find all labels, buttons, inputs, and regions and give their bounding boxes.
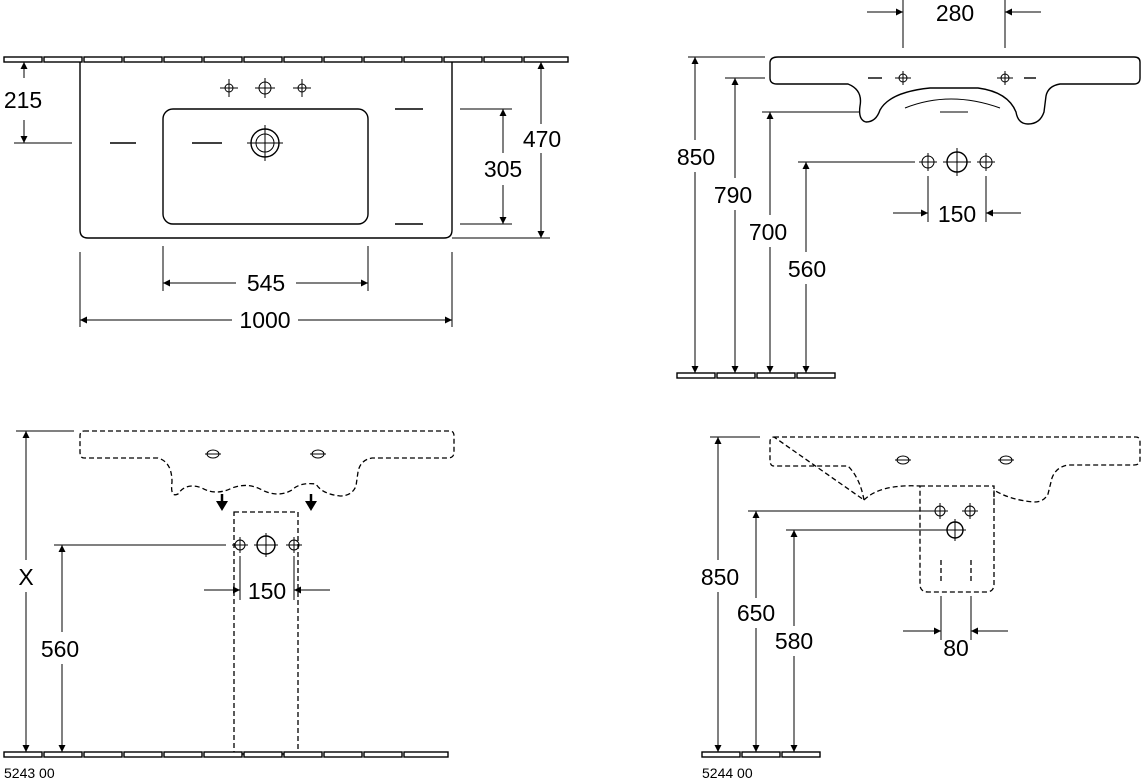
dim-215-label: 215	[4, 87, 42, 113]
dim-80-label: 80	[943, 635, 969, 661]
dimension-215: 215	[4, 62, 72, 144]
dim-850-label: 850	[677, 144, 715, 170]
dimension-650: 650	[737, 510, 932, 752]
dim-545-label: 545	[247, 270, 285, 296]
dim-790-label: 790	[714, 182, 752, 208]
overflow-holes-5244	[895, 455, 1014, 465]
dimension-1000: 1000	[79, 252, 453, 333]
basin-dashed-5243	[79, 430, 455, 497]
overflow-holes-5243	[205, 449, 326, 459]
basin-profile	[769, 56, 1141, 125]
floor-tiles-5243	[3, 751, 449, 758]
dimension-150-5243: 150	[204, 556, 330, 604]
dimension-560: 560	[788, 161, 915, 373]
dim-470-label: 470	[523, 126, 561, 152]
dim-560-5243-label: 560	[41, 636, 79, 662]
arrow-down-icons	[216, 494, 317, 511]
side-view: 280 850 790 700	[676, 0, 1141, 379]
dim-650-label: 650	[737, 600, 775, 626]
dim-305-label: 305	[484, 156, 522, 182]
dimension-580: 580	[775, 529, 944, 752]
shelf-marks	[110, 108, 423, 225]
product-code-5243: 5243 00	[4, 765, 55, 781]
variant-5244: 850 650 580 80 5244 00	[701, 436, 1141, 781]
profile-tap-icons	[895, 71, 1013, 85]
floor-tiles-side	[676, 372, 836, 379]
dim-280-label: 280	[936, 0, 974, 26]
dimension-700: 700	[749, 111, 860, 373]
dimension-850: 850	[677, 56, 765, 373]
dimension-850-5244: 850	[701, 436, 760, 752]
dim-1000-label: 1000	[239, 307, 290, 333]
dimension-x: X	[16, 430, 74, 752]
plan-view: 215 305 470 545	[3, 56, 569, 333]
siphon-cover-dashed	[919, 485, 995, 593]
inner-dash-marks	[940, 560, 972, 584]
dim-x-label: X	[18, 564, 33, 590]
dim-150-5243-label: 150	[248, 578, 286, 604]
dimension-790: 790	[714, 77, 765, 373]
dimension-545: 545	[162, 246, 369, 296]
supply-icons-5244	[932, 503, 978, 541]
dimension-80: 80	[903, 596, 1008, 661]
dim-560-label: 560	[788, 256, 826, 282]
dim-850-5244-label: 850	[701, 564, 739, 590]
variant-5243: X 560 150 5243 00	[3, 430, 455, 781]
floor-tiles-5244	[701, 751, 821, 758]
dim-700-label: 700	[749, 219, 787, 245]
dimension-150-side: 150	[893, 176, 1021, 227]
supply-connection-icons	[919, 148, 995, 176]
drain-icon	[247, 125, 283, 161]
dimension-305: 305	[460, 108, 522, 225]
wall-tiles	[3, 56, 569, 63]
dimension-560-5243: 560	[41, 544, 226, 752]
dimension-280: 280	[867, 0, 1041, 48]
dimension-470: 470	[452, 62, 561, 239]
basin-outline	[79, 62, 453, 239]
dim-580-label: 580	[775, 628, 813, 654]
supply-icons-5243	[232, 533, 302, 557]
product-code-5244: 5244 00	[702, 765, 753, 781]
dim-150-side-label: 150	[938, 201, 976, 227]
basin-dashed-5244	[769, 436, 1141, 503]
tap-hole-icons	[220, 78, 311, 98]
bowl-outline	[162, 108, 369, 225]
